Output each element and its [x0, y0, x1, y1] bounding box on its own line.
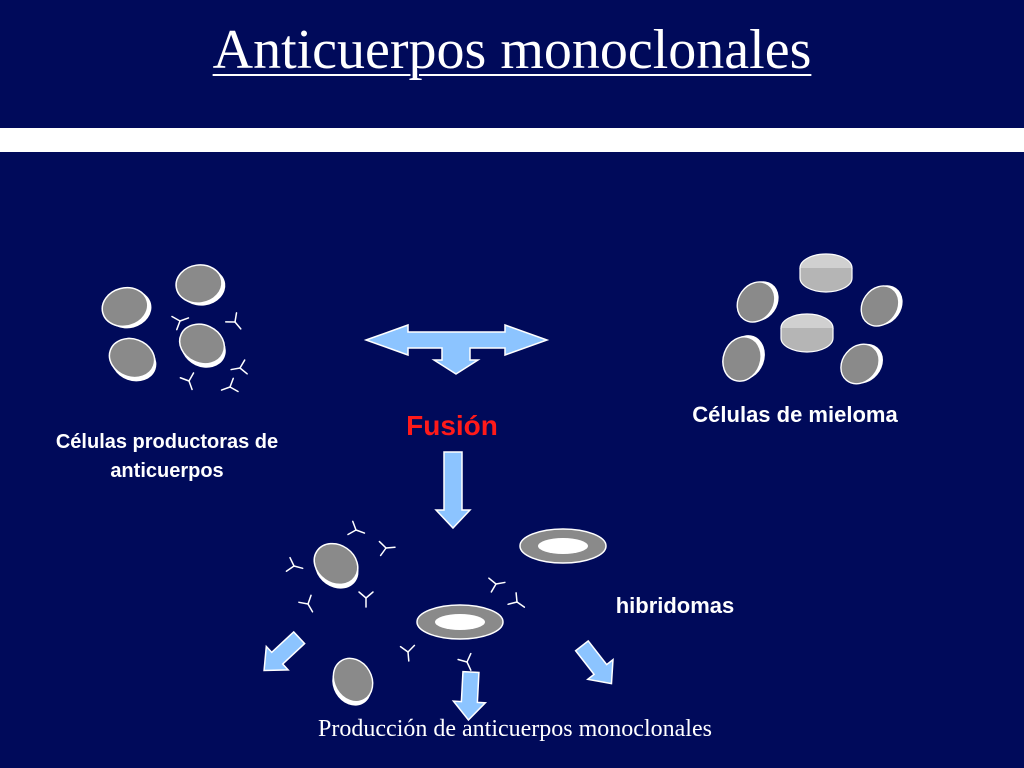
producer-cell [171, 316, 235, 376]
slide-title: Anticuerpos monoclonales [212, 19, 812, 81]
producer-cell [97, 281, 157, 335]
myeloma-cells-label: Células de mieloma [692, 402, 898, 427]
myeloma-cells [716, 253, 911, 394]
producer-cell [102, 331, 164, 389]
antibody-icon [347, 520, 368, 541]
producer-cells [97, 260, 235, 389]
myeloma-cell [780, 313, 834, 353]
antibody-icon [457, 652, 478, 674]
producer-cell [172, 260, 229, 310]
antibody-icon [507, 592, 530, 614]
production-label: Producción de anticuerpos monoclonales [318, 716, 712, 742]
antibody-icon [488, 574, 507, 593]
output-arrow-center [451, 670, 488, 722]
fusion-arrow [363, 323, 550, 375]
myeloma-cell [832, 333, 892, 394]
antibody-icon [229, 359, 248, 378]
myeloma-cell [716, 327, 772, 389]
hybridoma-cell [519, 528, 607, 564]
antibody-icon [378, 539, 397, 557]
fusion-down-arrow [434, 451, 472, 530]
myeloma-cell [852, 275, 911, 336]
fusion-label: Fusión [406, 410, 498, 441]
hybridoma-cell [303, 534, 369, 598]
output-arrow-right [574, 639, 614, 685]
antibody-icon [399, 644, 417, 663]
hybridomas-label: hibridomas [615, 593, 735, 618]
hybridoma-cell [322, 650, 383, 714]
antibody-icon [358, 591, 374, 608]
antibody-icon [225, 312, 247, 335]
myeloma-cell [799, 253, 853, 293]
hybridoma-cells [303, 528, 607, 714]
antibody-icon [298, 594, 320, 617]
producer-cells-label: Células productoras de anticuerpos [55, 431, 279, 482]
hybridoma-cell [416, 604, 504, 640]
antibody-icon [179, 372, 200, 393]
title-divider [0, 128, 1024, 152]
output-arrow-left [263, 630, 306, 672]
antibody-icon [285, 556, 306, 576]
antibody-icon [218, 377, 239, 398]
myeloma-cell [728, 271, 787, 332]
hybridoma-antibodies [285, 520, 530, 674]
